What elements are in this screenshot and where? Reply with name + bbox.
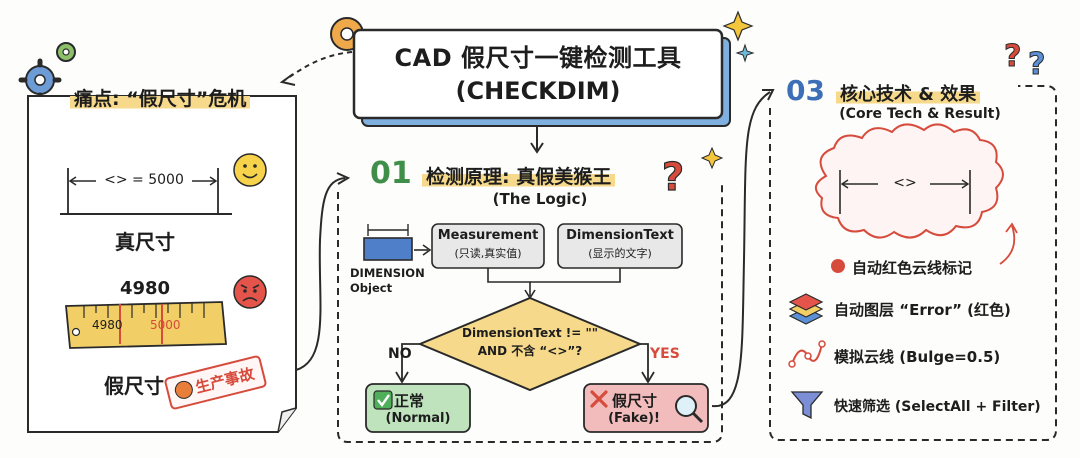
center-heading: 检测原理: 真假美猴王 (422, 162, 616, 189)
revision-cloud (815, 123, 1004, 239)
question-icon: ? ? (1004, 39, 1046, 83)
center-subheading: (The Logic) (492, 190, 588, 208)
sparkle-icon (722, 10, 754, 42)
measurement-note: (只读,真实值) (454, 247, 522, 260)
ruler-mark-4980: 4980 (92, 318, 123, 332)
feature-quick-filter: 快速筛选 (SelectAll + Filter) (834, 399, 1041, 415)
ruler-mark-5000: 5000 (150, 318, 181, 332)
right-subheading: (Core Tech & Result) (839, 106, 1001, 122)
feature-error-layer: 自动图层 “Error” (红色) (834, 301, 1011, 319)
yes-branch-label: YES (650, 346, 680, 362)
normal-note: (Normal) (385, 411, 451, 426)
layers-icon (788, 293, 824, 325)
filter-icon (790, 391, 824, 420)
svg-text:?: ? (662, 155, 684, 199)
svg-text:?: ? (1028, 47, 1045, 82)
sparkle-icon (700, 146, 724, 170)
magnifier-icon (675, 395, 704, 424)
real-dimension-text: <> = 5000 (96, 172, 192, 188)
dimensiontext-title: DimensionText (566, 228, 674, 243)
svg-text:?: ? (1004, 39, 1021, 74)
condition-diamond: DimensionText != "" AND 不含 “<>”? (440, 326, 620, 359)
no-branch-label: NO (388, 346, 412, 362)
condition-line-1: DimensionText != "" (462, 326, 598, 340)
page-title: CAD 假尺寸一键检测工具 (CHECKDIM) (354, 38, 722, 105)
condition-line-2: AND 不含 “<>”? (477, 344, 583, 358)
fake-dimension-label: 假尺寸 (104, 374, 164, 398)
fake-title: 假尺寸 (612, 392, 658, 410)
title-line-1: CAD 假尺寸一键检测工具 (394, 44, 682, 72)
cross-icon (590, 390, 608, 408)
fake-note: (Fake)! (608, 411, 660, 426)
step-03-number: 03 (786, 74, 825, 107)
normal-title: 正常 (394, 392, 425, 410)
dimension-object-label: DIMENSION Object (350, 266, 425, 295)
fake-result-box: 假尺寸 (612, 390, 657, 411)
dimensiontext-box: DimensionText (显示的文字) (558, 228, 682, 261)
feature-simulated-cloud: 模拟云线 (Bulge=0.5) (834, 348, 1001, 366)
title-line-2: (CHECKDIM) (455, 77, 621, 105)
ruler (65, 301, 227, 349)
angry-icon (233, 275, 267, 309)
curve-icon (788, 340, 826, 368)
cloud-dimension-text: <> (893, 175, 917, 191)
red-dot-icon (831, 259, 845, 273)
real-dimension-label: 真尺寸 (115, 230, 175, 254)
smile-icon (233, 153, 267, 187)
normal-result-box: 正常 (394, 390, 464, 411)
sparkle-icon (735, 43, 755, 63)
measurement-title: Measurement (437, 228, 539, 243)
dimensiontext-note: (显示的文字) (588, 247, 652, 260)
step-01-number: 01 (370, 156, 412, 191)
gear-icon (18, 58, 62, 102)
right-heading: 核心技术 & 效果 (836, 80, 981, 106)
check-icon (373, 390, 393, 410)
question-icon: ? (661, 154, 684, 199)
ruler-top-value: 4980 (119, 278, 171, 299)
measurement-box: Measurement (只读,真实值) (432, 228, 544, 261)
left-heading: 痛点: “假尺寸”危机 (70, 84, 251, 111)
feature-red-cloud: 自动红色云线标记 (852, 259, 973, 277)
gear-icon (56, 42, 76, 62)
explosion-icon (172, 378, 195, 401)
